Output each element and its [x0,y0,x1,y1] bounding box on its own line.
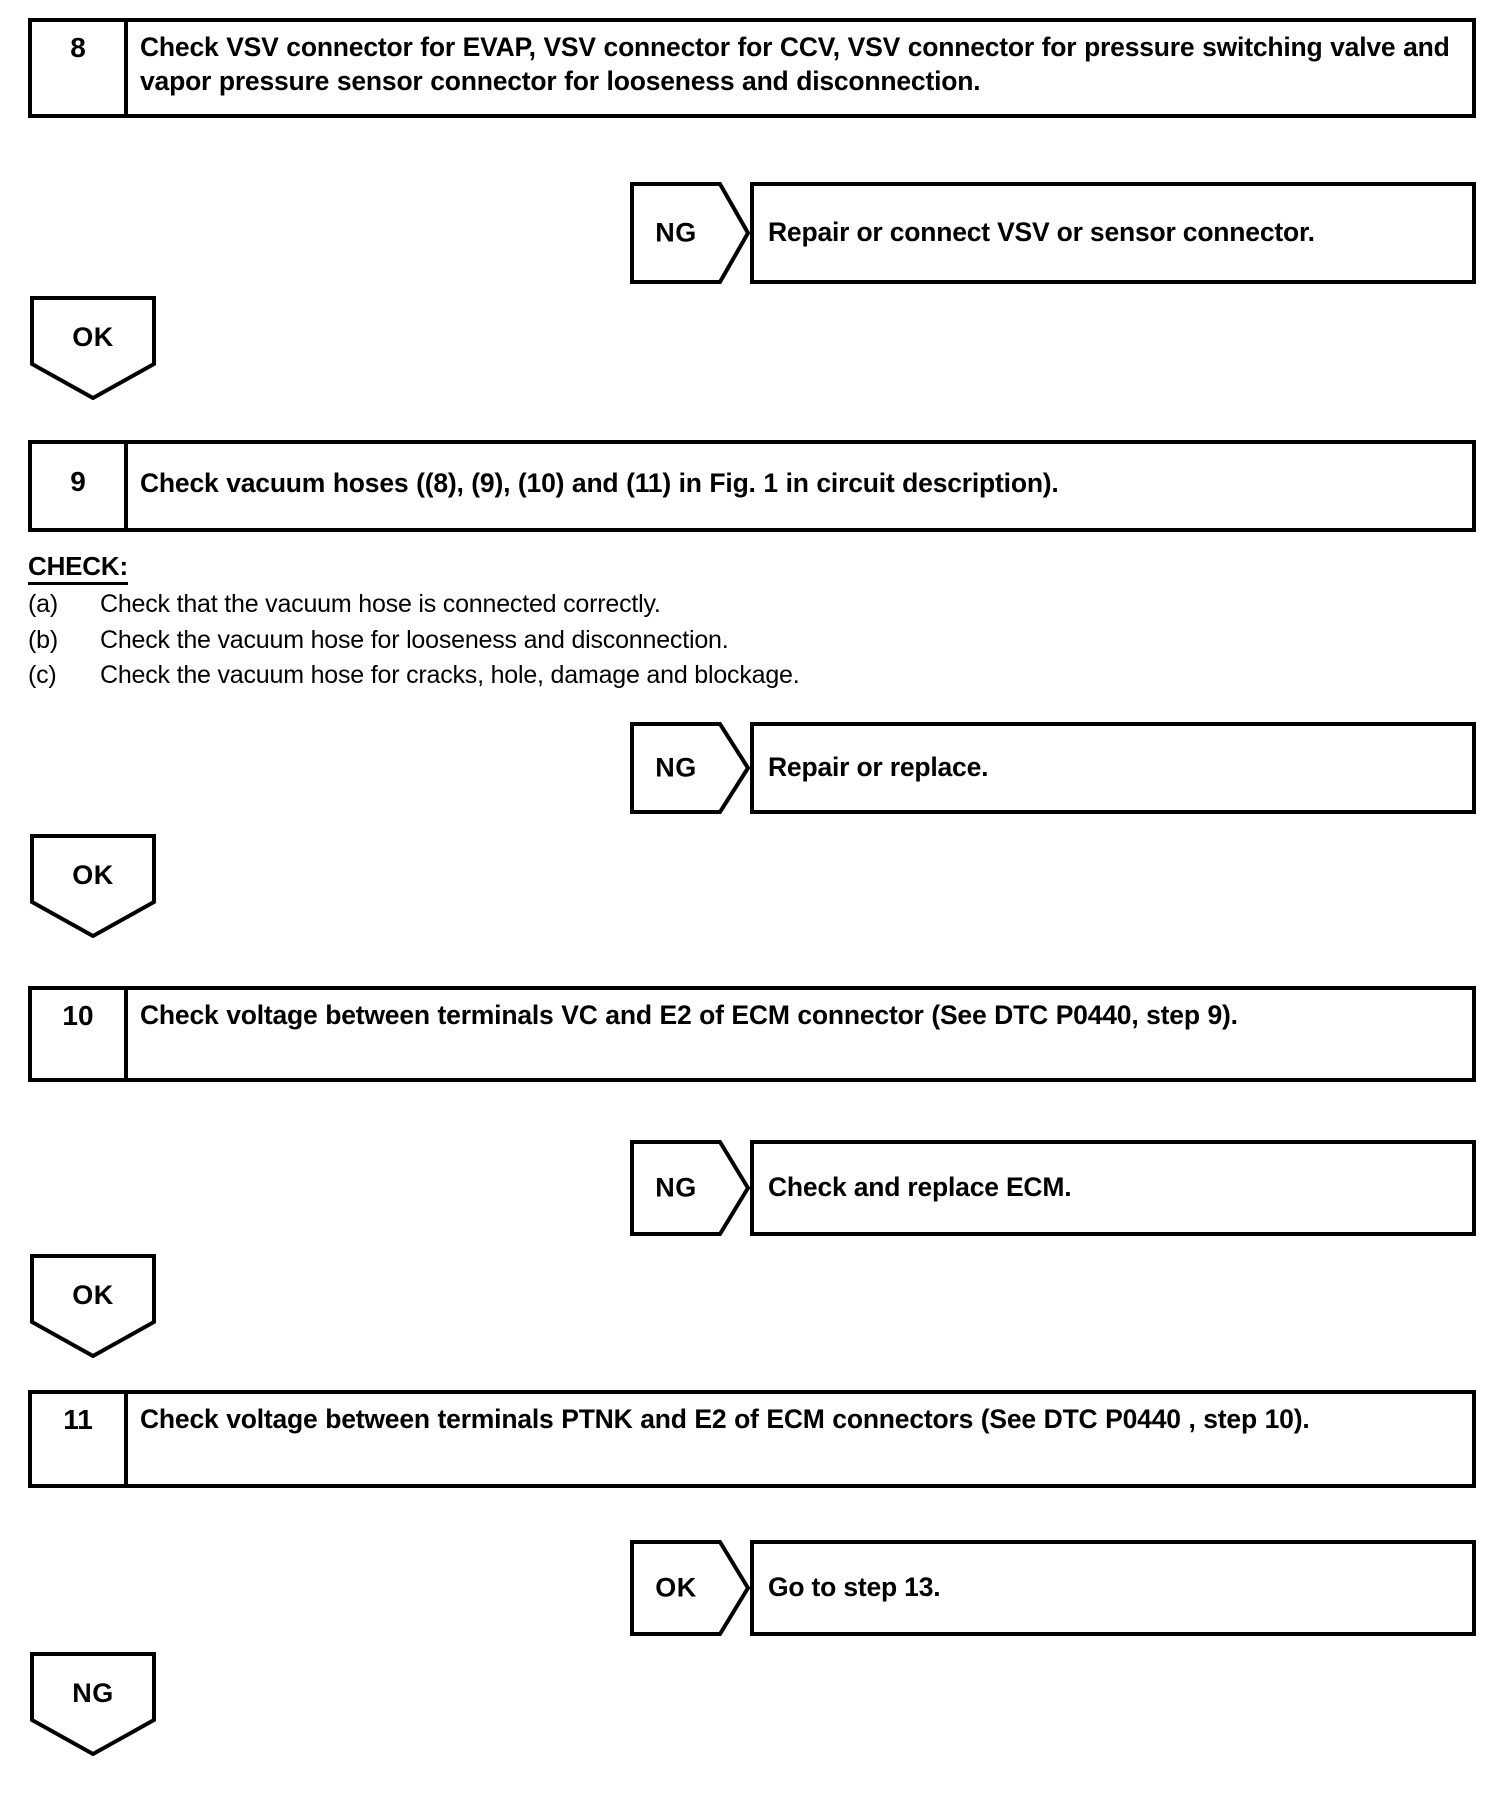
branch-result-box: Go to step 13. [750,1540,1476,1636]
check-item: (a) Check that the vacuum hose is connec… [28,588,1308,621]
flag-ok-2: OK [30,834,156,938]
flag-ok-1: OK [30,296,156,400]
step-row-10: 10 Check voltage between terminals VC an… [28,986,1476,1082]
check-heading-wrap: CHECK: [28,551,1308,586]
branch-tag-label: OK [655,1572,697,1603]
pentagon-arrow-icon [630,182,750,284]
check-procedure-block: CHECK: (a) Check that the vacuum hose is… [28,551,1308,692]
down-chevron-flag-icon [30,296,156,400]
branch-ng-2: NG Repair or replace. [630,722,1476,814]
branch-ok-4: OK Go to step 13. [630,1540,1476,1636]
check-item-marker: (b) [28,625,58,654]
down-chevron-flag-icon [30,1254,156,1358]
check-item-text: Check the vacuum hose for cracks, hole, … [100,661,800,690]
step-instruction: Check VSV connector for EVAP, VSV connec… [140,32,1450,97]
branch-tag-label: NG [655,1172,697,1203]
flag-label: NG [72,1678,114,1708]
step-instruction: Check voltage between terminals PTNK and… [140,1404,1310,1434]
step-row-11: 11 Check voltage between terminals PTNK … [28,1390,1476,1488]
step-number: 11 [32,1394,128,1484]
check-item: (b) Check the vacuum hose for looseness … [28,624,1308,657]
branch-result-box: Repair or replace. [750,722,1476,814]
branch-ng-3: NG Check and replace ECM. [630,1140,1476,1236]
branch-tag-label: NG [655,217,697,248]
check-item: (c) Check the vacuum hose for cracks, ho… [28,659,1308,692]
down-chevron-flag-icon [30,834,156,938]
pentagon-arrow-icon [630,1540,750,1636]
step-number: 9 [32,444,128,528]
step-instruction: Check voltage between terminals VC and E… [140,1000,1238,1030]
branch-tag-ng: NG [630,1140,750,1236]
down-chevron-flag-icon [30,1652,156,1756]
branch-tag-ng: NG [630,182,750,284]
branch-tag-label: NG [655,752,697,783]
flag-label: OK [72,860,114,890]
check-item-marker: (c) [28,661,57,690]
check-heading: CHECK: [28,551,128,586]
branch-result-text: Go to step 13. [768,1572,941,1603]
step-number: 8 [32,22,128,114]
check-item-text: Check the vacuum hose for looseness and … [100,625,729,654]
branch-result-text: Repair or replace. [768,752,989,783]
branch-tag-ng: NG [630,722,750,814]
branch-tag-ok: OK [630,1540,750,1636]
pentagon-arrow-icon [630,722,750,814]
step-instruction: Check vacuum hoses ((8), (9), (10) and (… [140,468,1059,498]
flag-label: OK [72,1280,114,1310]
flag-ok-3: OK [30,1254,156,1358]
flag-ng-4: NG [30,1652,156,1756]
check-item-text: Check that the vacuum hose is connected … [100,590,661,619]
branch-result-text: Repair or connect VSV or sensor connecto… [768,217,1315,248]
pentagon-arrow-icon [630,1140,750,1236]
branch-result-text: Check and replace ECM. [768,1172,1072,1203]
flag-label: OK [72,322,114,352]
branch-result-box: Repair or connect VSV or sensor connecto… [750,182,1476,284]
branch-result-box: Check and replace ECM. [750,1140,1476,1236]
branch-ng-1: NG Repair or connect VSV or sensor conne… [630,182,1476,284]
step-row-9: 9 Check vacuum hoses ((8), (9), (10) and… [28,440,1476,532]
check-item-marker: (a) [28,590,58,619]
step-row-8: 8 Check VSV connector for EVAP, VSV conn… [28,18,1476,118]
step-number: 10 [32,990,128,1078]
